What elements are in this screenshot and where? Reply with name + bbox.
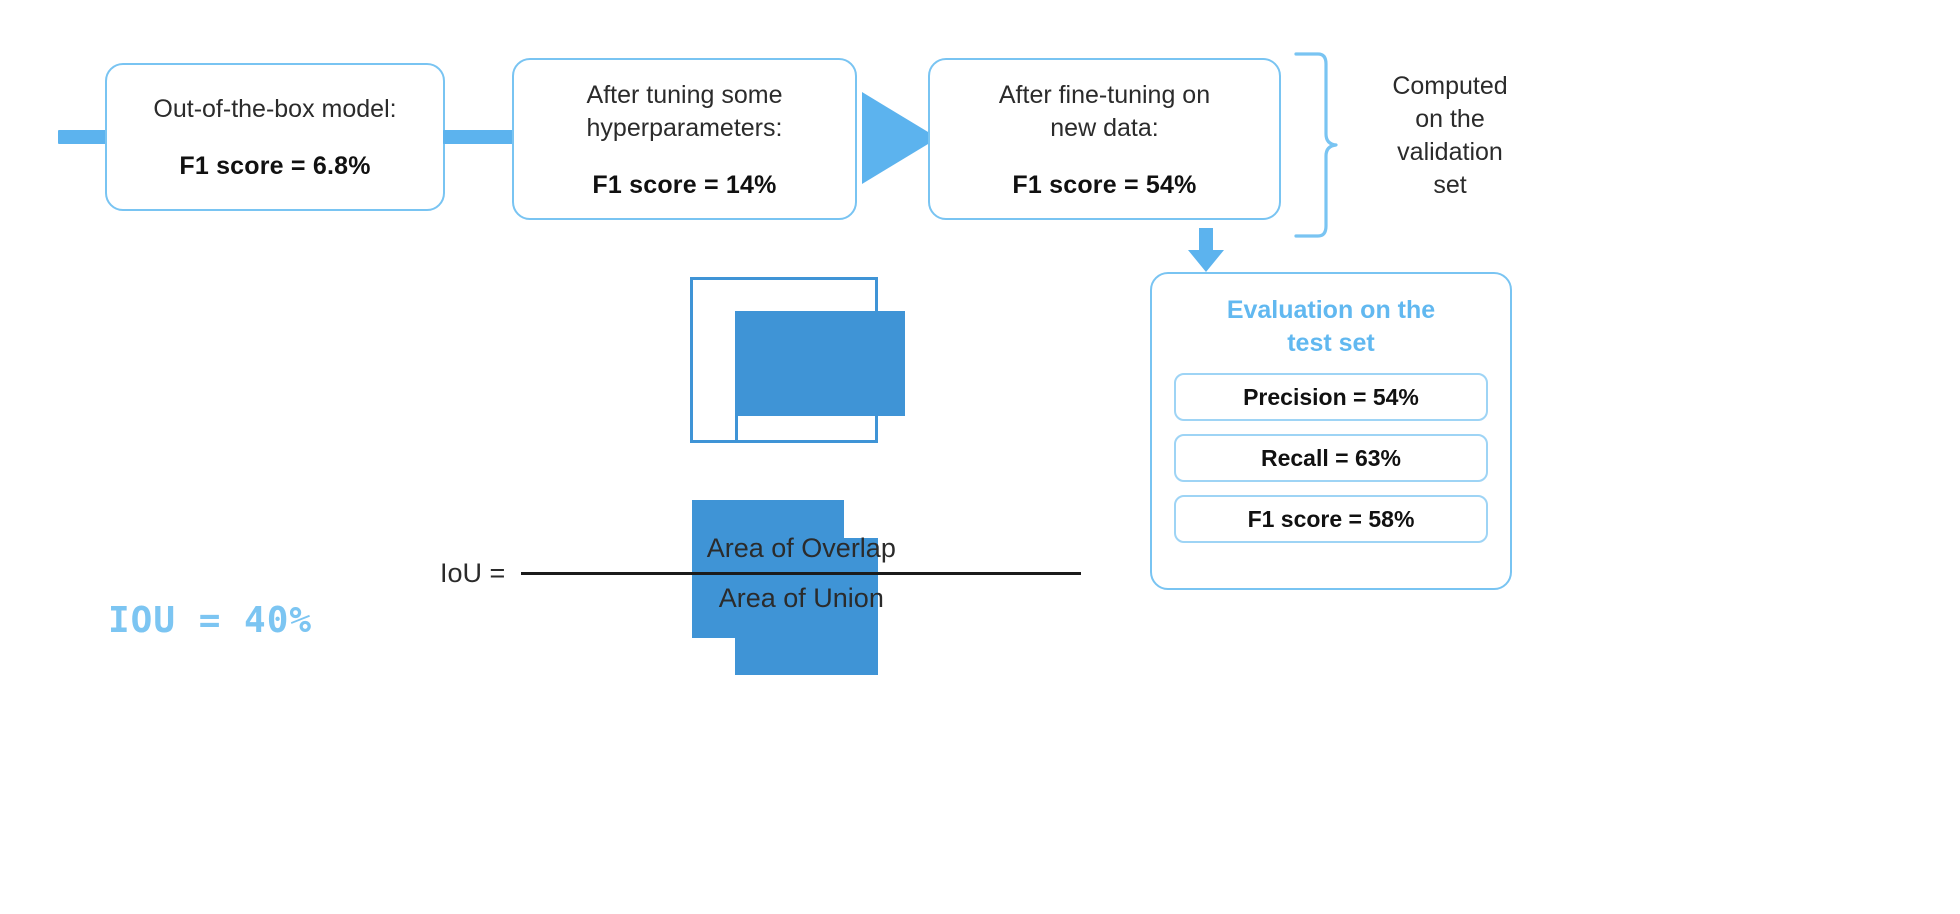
curly-brace-icon bbox=[1294, 52, 1338, 238]
iou-result-label: IOU = 40% bbox=[108, 600, 313, 641]
pipeline-box-baseline-metric: F1 score = 6.8% bbox=[179, 152, 371, 180]
pipeline-box-tuned-metric: F1 score = 14% bbox=[592, 170, 777, 199]
arrow-down-icon bbox=[1188, 228, 1224, 272]
pipeline-box-finetuned-metric: F1 score = 54% bbox=[1012, 170, 1197, 199]
pipeline-box-tuned: After tuning some hyperparameters: F1 sc… bbox=[512, 58, 857, 220]
pipeline-box-finetuned-title: After fine-tuning on new data: bbox=[998, 80, 1211, 142]
iou-denominator: Area of Union bbox=[718, 583, 884, 613]
evaluation-panel-title: Evaluation on the test set bbox=[1226, 296, 1436, 357]
iou-formula-lhs: IoU = bbox=[440, 558, 506, 588]
iou-fraction: Area of Overlap Area of Union bbox=[521, 533, 1082, 614]
overlap-box-outline-lower bbox=[735, 311, 878, 443]
pipeline-box-baseline-title: Out-of-the-box model: bbox=[153, 95, 397, 123]
evaluation-metric-f1: F1 score = 58% bbox=[1174, 495, 1488, 543]
evaluation-metric-recall: Recall = 63% bbox=[1174, 434, 1488, 482]
evaluation-metric-precision: Precision = 54% bbox=[1174, 373, 1488, 421]
evaluation-panel: Evaluation on the test set Precision = 5… bbox=[1150, 272, 1512, 590]
connector-baseline-to-tuned bbox=[443, 130, 523, 144]
pipeline-entry-connector bbox=[58, 130, 116, 144]
validation-set-caption: Computed on the validation set bbox=[1392, 72, 1508, 199]
iou-formula: IoU = Area of Overlap Area of Union bbox=[440, 533, 1082, 614]
pipeline-box-baseline: Out-of-the-box model: F1 score = 6.8% bbox=[105, 63, 445, 211]
iou-numerator: Area of Overlap bbox=[706, 533, 896, 563]
pipeline-box-tuned-title: After tuning some hyperparameters: bbox=[586, 80, 783, 142]
union-box-filled-b bbox=[735, 538, 878, 675]
arrow-right-icon bbox=[862, 92, 938, 184]
pipeline-box-finetuned: After fine-tuning on new data: F1 score … bbox=[928, 58, 1281, 220]
iou-fraction-bar bbox=[521, 572, 1082, 575]
